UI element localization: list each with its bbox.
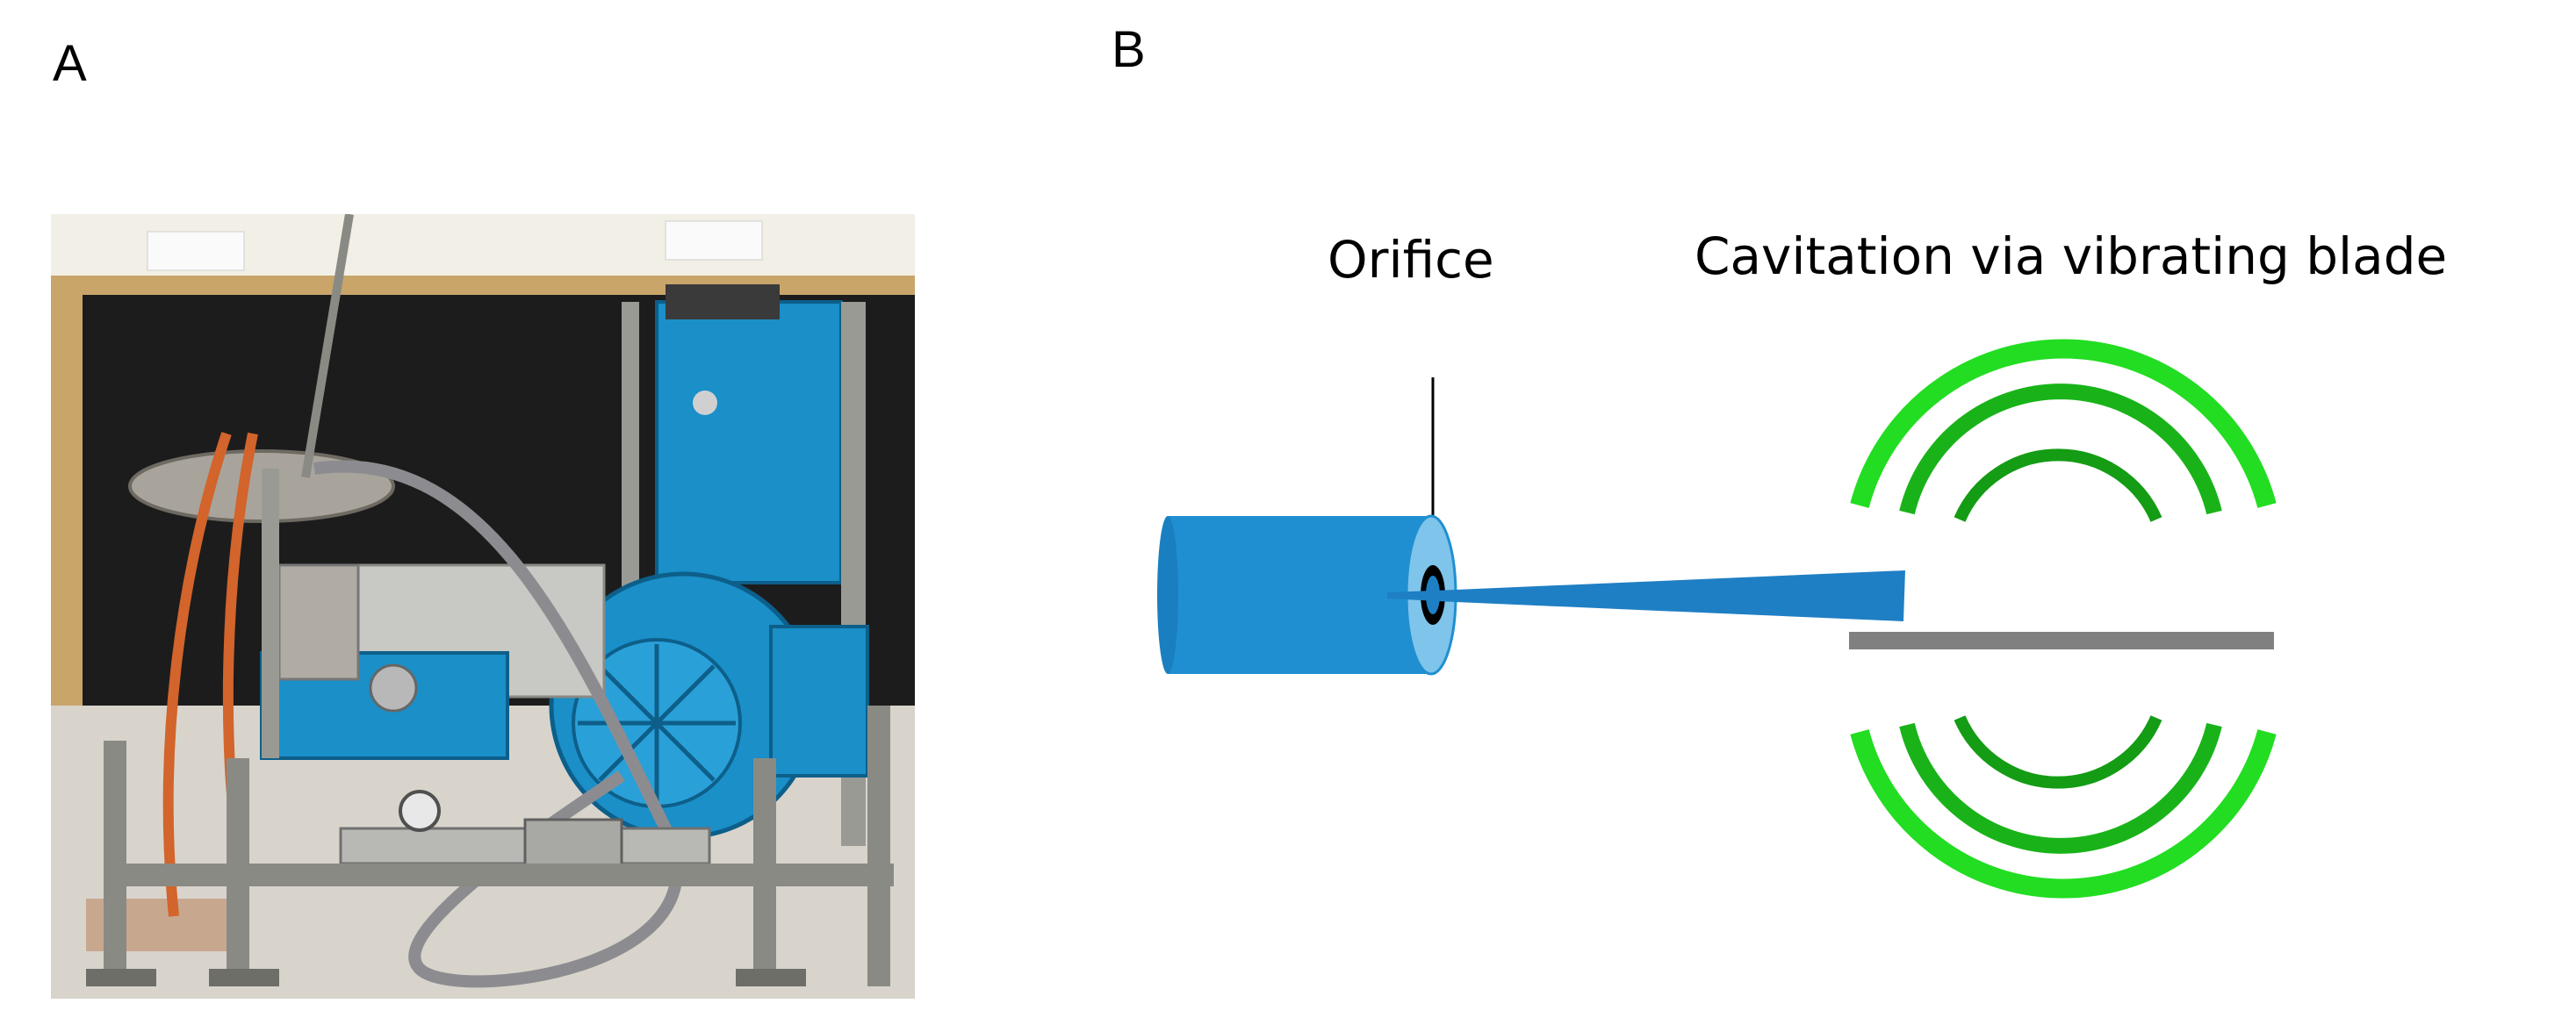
lower-cavitation-waves <box>1850 715 2277 899</box>
orange-tube-1 <box>162 432 232 917</box>
vibrating-blade <box>1849 632 2274 649</box>
foot-2 <box>209 969 279 986</box>
upper-wave-mid <box>1899 383 2222 515</box>
panel-label-b: B <box>1112 21 1146 78</box>
upper-wave-inner <box>1954 448 2162 522</box>
foot-1 <box>86 969 156 986</box>
frame-leg-4 <box>867 706 890 986</box>
motor-end <box>769 625 869 778</box>
lower-wave-mid <box>1899 722 2222 854</box>
orifice-label: Orifice <box>1328 230 1494 290</box>
frame-leg-1 <box>104 741 126 986</box>
wall-socket-right <box>665 220 763 261</box>
wood-trim-left <box>51 284 84 723</box>
panel-label-a: A <box>53 35 87 92</box>
cavitation-rig-photo <box>51 214 915 999</box>
rig-photo-illustration <box>51 214 915 999</box>
grey-hose <box>313 460 683 988</box>
frame-leg-3 <box>753 758 776 986</box>
foot-3 <box>736 969 806 986</box>
lower-wave-inner <box>1954 715 2162 789</box>
control-box <box>655 300 843 584</box>
wood-trim-top <box>51 276 915 295</box>
motor-fan-grille <box>578 644 736 802</box>
orifice-cylinder <box>1157 514 1457 676</box>
pressure-gauge <box>399 790 441 832</box>
upper-wave-outer <box>1850 339 2277 508</box>
frame-leg-2 <box>227 758 249 986</box>
pump-head <box>277 563 360 681</box>
tank-stem <box>262 469 279 758</box>
liquid-jet <box>1387 570 1905 621</box>
lower-wave-outer <box>1850 729 2277 899</box>
vertical-rod <box>301 214 354 478</box>
control-knob <box>693 391 717 415</box>
wall-socket-left <box>147 231 245 271</box>
control-box-top <box>666 284 780 319</box>
upper-cavitation-waves <box>1850 339 2277 522</box>
pump-port <box>369 663 418 713</box>
cavitation-label: Cavitation via vibrating blade <box>1695 226 2447 286</box>
cavitation-schematic: Orifice Cavitation via vibrating blade <box>1157 226 2447 899</box>
